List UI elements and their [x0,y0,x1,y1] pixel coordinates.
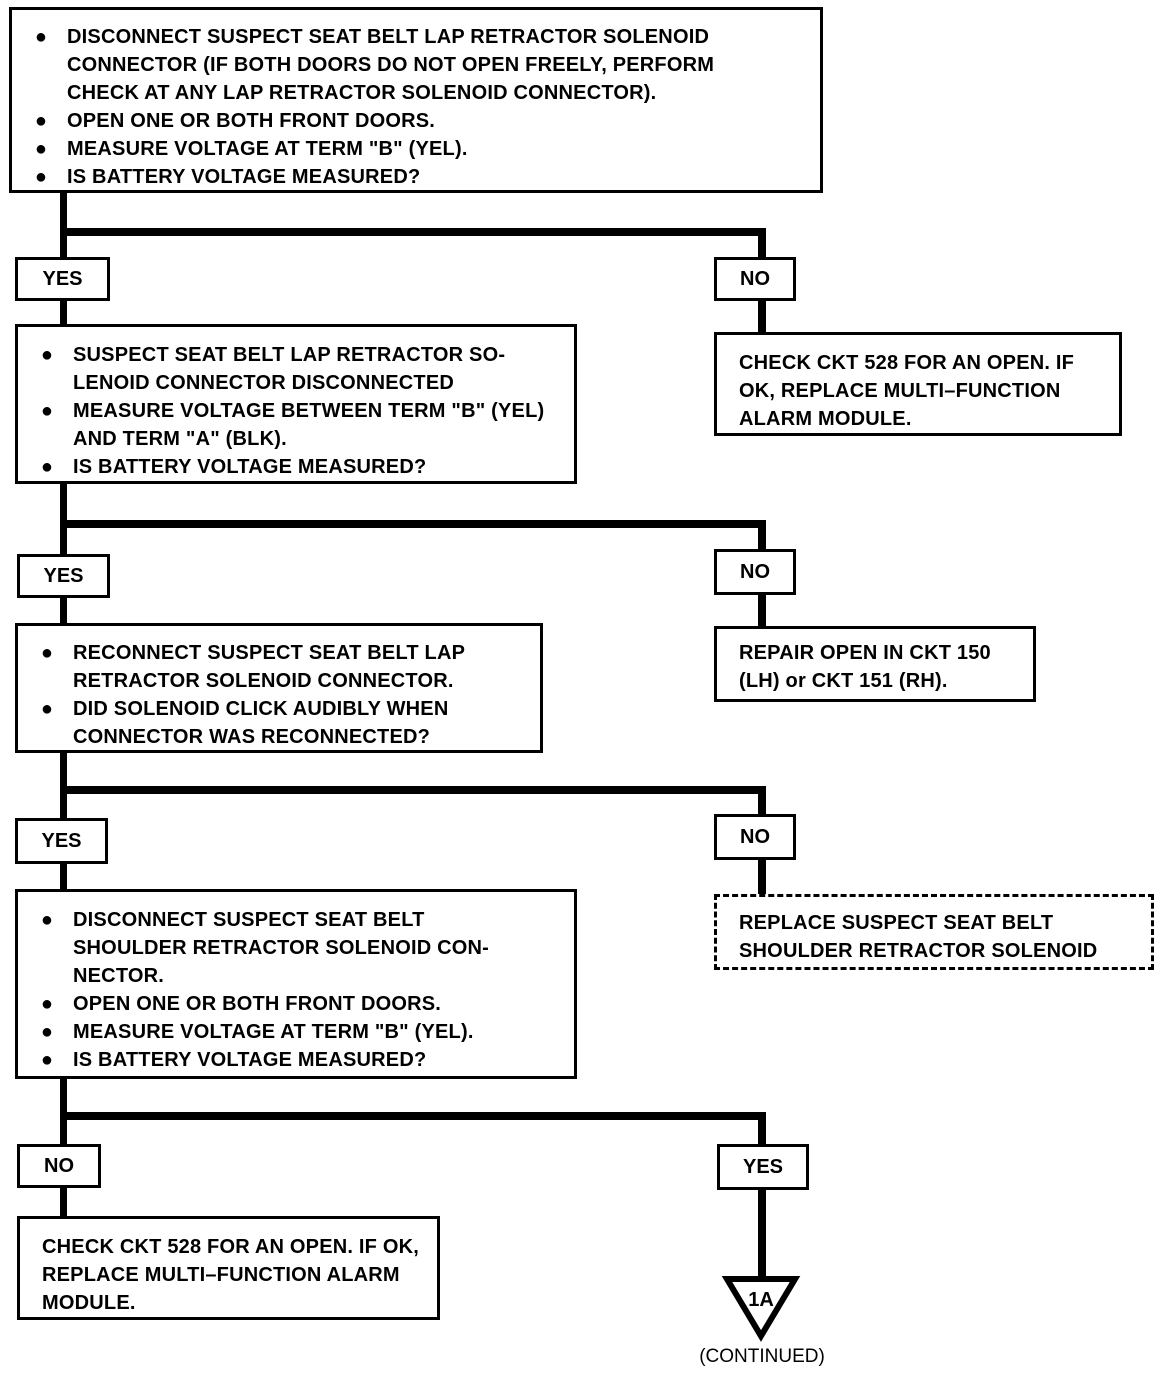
step1-item: ●OPEN ONE OR BOTH FRONT DOORS. [35,107,820,135]
connector-triangle-icon [721,1276,801,1342]
step1-item: ●MEASURE VOLTAGE AT TERM "B" (YEL). [35,135,820,163]
no-label: NO [714,814,796,860]
step2-no-result: REPAIR OPEN IN CKT 150 (LH) or CKT 151 (… [739,642,991,692]
connector-line [758,228,766,258]
step2-item: ●MEASURE VOLTAGE BETWEEN TERM "B" (YEL) … [41,397,553,453]
bullet-icon: ● [40,909,54,931]
connector-line [758,520,766,550]
bullet-icon: ● [34,26,48,48]
connector-line [758,1112,766,1146]
yes-label: YES [17,554,110,598]
connector-line [60,228,766,236]
bullet-icon: ● [40,456,54,478]
step4-no-result: CHECK CKT 528 FOR AN OPEN. IF OK, REPLAC… [42,1236,420,1314]
connector-line [60,750,67,820]
step1-no-result: CHECK CKT 528 FOR AN OPEN. IF OK, REPLAC… [739,352,1075,430]
step3-no-result: REPLACE SUSPECT SEAT BELT SHOULDER RETRA… [739,912,1098,962]
step3-box: ●RECONNECT SUSPECT SEAT BELT LAP RETRACT… [15,623,543,753]
step4-item: ●MEASURE VOLTAGE AT TERM "B" (YEL). [41,1018,574,1046]
no-label: NO [714,257,796,301]
yes-label: YES [15,257,110,301]
connector-line [60,298,67,326]
step2-no-result-box: REPAIR OPEN IN CKT 150 (LH) or CKT 151 (… [714,626,1036,702]
connector-line [758,593,766,628]
connector-line [60,862,67,891]
bullet-icon: ● [40,993,54,1015]
bullet-icon: ● [40,400,54,422]
bullet-icon: ● [34,110,48,132]
continued-caption: (CONTINUED) [699,1346,825,1367]
no-label: NO [17,1144,101,1188]
step1-item: ●IS BATTERY VOLTAGE MEASURED? [35,163,820,191]
connector-line [60,596,67,624]
connector-label: 1A [748,1289,774,1311]
step4-item: ●IS BATTERY VOLTAGE MEASURED? [41,1046,574,1074]
yes-label: YES [15,818,108,864]
bullet-icon: ● [34,166,48,188]
step4-no-result-box: CHECK CKT 528 FOR AN OPEN. IF OK, REPLAC… [17,1216,440,1320]
connector-line [60,1186,67,1218]
connector-line [758,858,766,896]
connector-line [60,1076,67,1146]
step2-box: ●SUSPECT SEAT BELT LAP RETRACTOR SO-LENO… [15,324,577,484]
bullet-icon: ● [40,642,54,664]
connector-line [60,1112,766,1120]
step2-item: ●IS BATTERY VOLTAGE MEASURED? [41,453,574,481]
connector-line [758,1188,766,1282]
step3-no-result-box: REPLACE SUSPECT SEAT BELT SHOULDER RETRA… [714,894,1154,970]
bullet-icon: ● [34,138,48,160]
step2-item: ●SUSPECT SEAT BELT LAP RETRACTOR SO-LENO… [41,341,553,397]
step4-box: ●DISCONNECT SUSPECT SEAT BELT SHOULDER R… [15,889,577,1079]
connector-line [758,298,766,334]
step4-item: ●DISCONNECT SUSPECT SEAT BELT SHOULDER R… [41,906,543,990]
bullet-icon: ● [40,698,54,720]
connector-line [758,786,766,816]
step1-no-result-box: CHECK CKT 528 FOR AN OPEN. IF OK, REPLAC… [714,332,1122,436]
step3-item: ●DID SOLENOID CLICK AUDIBLY WHEN CONNECT… [41,695,513,751]
connector-line [60,786,766,794]
step3-item: ●RECONNECT SUSPECT SEAT BELT LAP RETRACT… [41,639,513,695]
yes-label: YES [717,1144,809,1190]
bullet-icon: ● [40,344,54,366]
step1-item: ●DISCONNECT SUSPECT SEAT BELT LAP RETRAC… [35,23,787,107]
step1-box: ●DISCONNECT SUSPECT SEAT BELT LAP RETRAC… [9,7,823,193]
step4-item: ●OPEN ONE OR BOTH FRONT DOORS. [41,990,574,1018]
no-label: NO [714,549,796,595]
bullet-icon: ● [40,1021,54,1043]
connector-line [60,482,67,555]
connector-line [60,190,67,258]
bullet-icon: ● [40,1049,54,1071]
connector-line [60,520,766,528]
